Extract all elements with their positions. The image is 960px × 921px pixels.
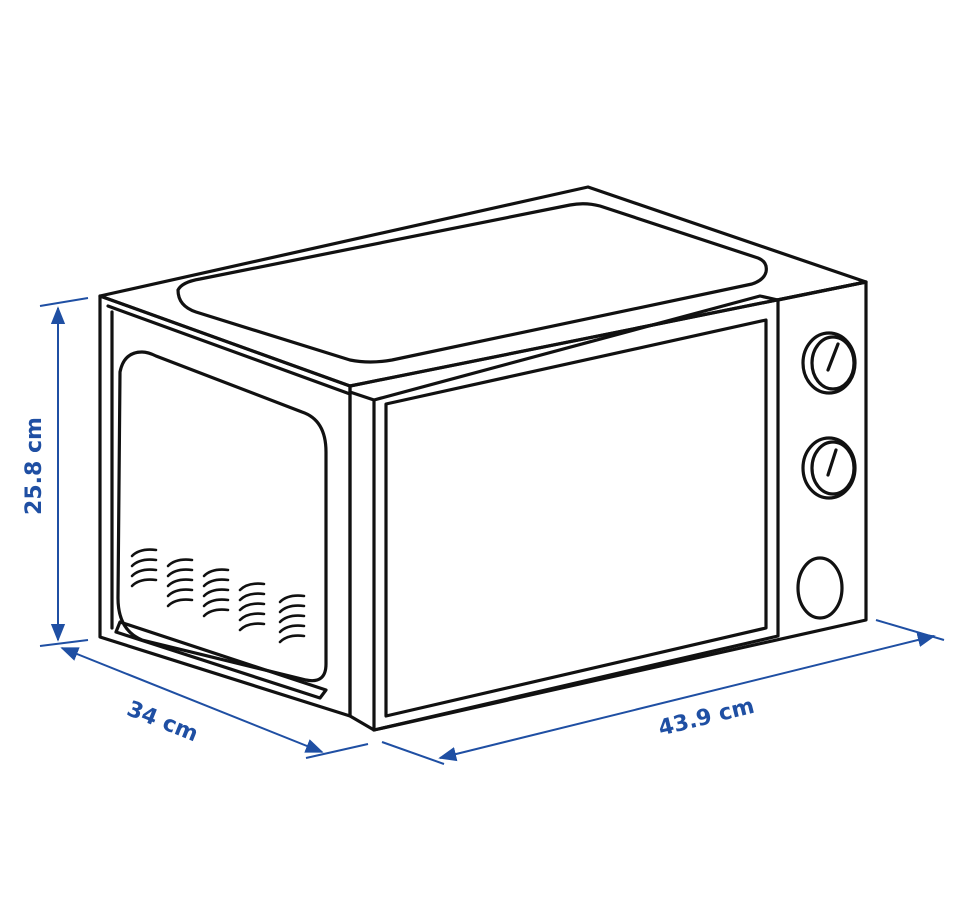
width-tick-left <box>381 741 445 765</box>
timer-knob <box>801 331 857 395</box>
depth-arrow <box>60 647 324 753</box>
width-tick-right <box>875 619 945 641</box>
height-label: 25.8 cm <box>22 417 47 515</box>
front-bevel <box>348 390 376 732</box>
dimension-lines <box>39 297 945 765</box>
depth-tick-right <box>305 743 369 759</box>
door-window <box>384 318 768 718</box>
side-vent-grille <box>130 548 306 644</box>
control-panel <box>776 280 868 302</box>
door-release-button <box>796 556 844 620</box>
width-arrow <box>438 632 936 762</box>
top-panel-recess <box>176 202 768 364</box>
power-knob <box>801 436 857 500</box>
top-face <box>98 185 868 388</box>
microwave-body <box>98 185 868 732</box>
height-tick-bottom <box>39 639 89 647</box>
left-side-face <box>98 294 352 718</box>
top-face-edge <box>106 304 352 396</box>
depth-label: 34 cm <box>123 697 201 748</box>
height-tick-top <box>39 297 89 307</box>
front-face <box>348 280 868 732</box>
